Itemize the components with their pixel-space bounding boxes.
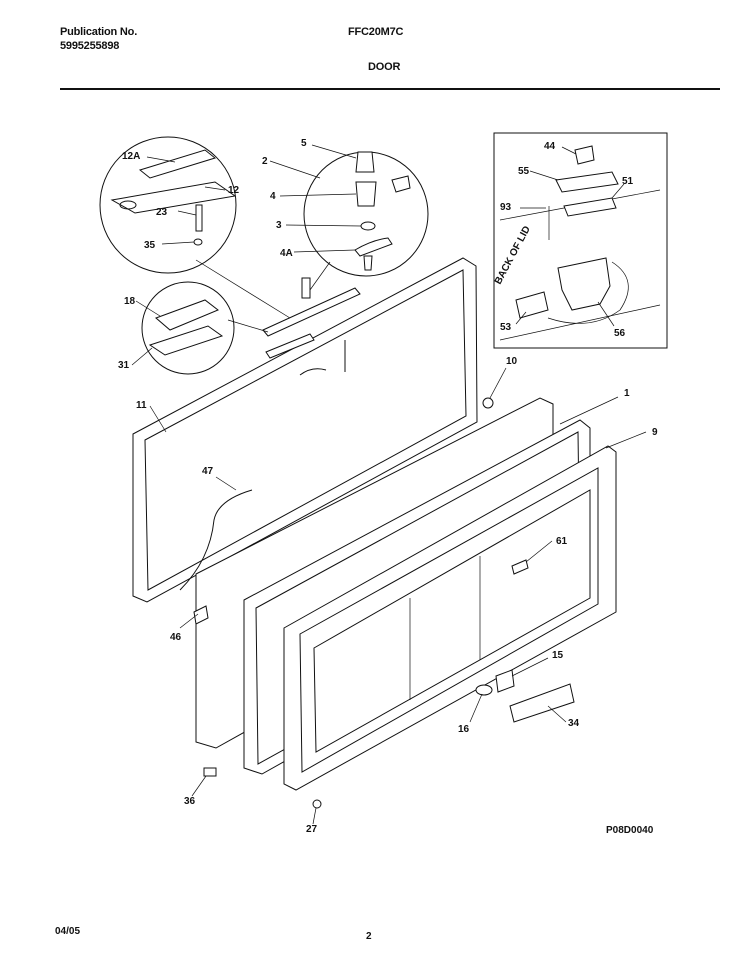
callout: 16 [458, 724, 470, 735]
callout: 18 [124, 296, 136, 307]
callout: 23 [156, 207, 168, 218]
callout: 93 [500, 202, 512, 213]
callout: 11 [136, 400, 147, 411]
callout: 47 [202, 466, 214, 477]
callout: 9 [652, 427, 658, 438]
callout: 36 [184, 796, 196, 807]
callout: 2 [262, 156, 268, 167]
callout: 4 [270, 191, 276, 202]
inset-circle-handle [141, 281, 235, 375]
callout: 61 [556, 536, 568, 547]
publication-label: Publication No. [60, 26, 138, 38]
callout: 5 [301, 138, 307, 149]
callout: 10 [506, 356, 518, 367]
callout: 56 [614, 328, 626, 339]
publication-number: 5995255898 [60, 40, 120, 52]
small-parts [179, 397, 575, 809]
diagram-code: P08D0040 [606, 825, 654, 836]
callout: 34 [568, 718, 580, 729]
callout: 51 [622, 176, 634, 187]
callout: 31 [118, 360, 130, 371]
panel-text: BACK OF LID [493, 224, 533, 286]
callout: 44 [544, 141, 556, 152]
section-title: DOOR [368, 61, 401, 73]
inset-circle-hinge-cap [99, 136, 237, 274]
footer-date: 04/05 [55, 926, 81, 937]
callout: 1 [624, 388, 630, 399]
callout: 53 [500, 322, 512, 333]
door-gasket-frame [132, 257, 478, 603]
page-number: 2 [366, 931, 372, 942]
callout: 15 [552, 650, 564, 661]
callout: 35 [144, 240, 156, 251]
callout: 27 [306, 824, 318, 835]
callout: 4A [280, 248, 293, 259]
header-rule [60, 88, 720, 90]
callout: 55 [518, 166, 530, 177]
hinge-hardware [262, 277, 361, 376]
callout-labels: 12A 12 23 35 2 5 4 3 4A 18 31 11 47 46 1… [118, 138, 658, 836]
callout: 46 [170, 632, 182, 643]
callout: 12A [122, 151, 140, 162]
model-number: FFC20M7C [348, 26, 404, 38]
inner-door-panel [283, 445, 617, 791]
leader-lines [131, 144, 647, 825]
inset-circle-hinge-parts [303, 151, 429, 277]
callout: 3 [276, 220, 282, 231]
callout: 12 [228, 185, 240, 196]
